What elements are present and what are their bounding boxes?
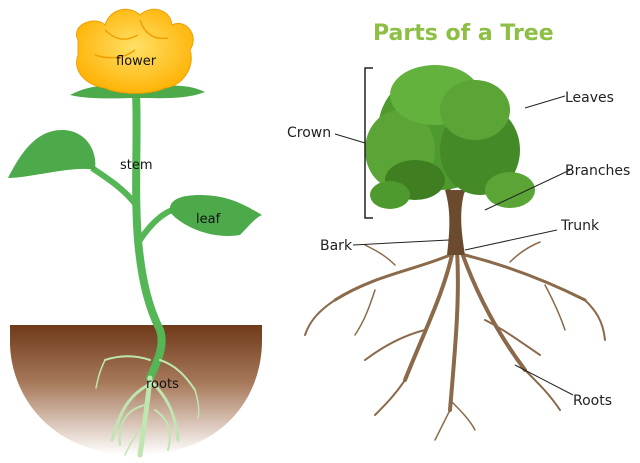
tree-illustration: Parts of a Tree: [275, 0, 640, 463]
tree-trunk: [445, 190, 465, 255]
label-roots-tree: Roots: [573, 393, 612, 409]
label-crown: Crown: [287, 125, 331, 141]
label-stem: stem: [120, 158, 153, 173]
label-leaves: Leaves: [565, 90, 614, 106]
tree-roots: [305, 242, 605, 440]
crown-leader: [335, 134, 365, 143]
label-branches: Branches: [565, 163, 630, 179]
plant-diagram: flower stem leaf roots: [0, 0, 275, 463]
trunk-leader: [465, 230, 557, 250]
label-leaf: leaf: [196, 212, 221, 227]
label-flower: flower: [116, 54, 157, 69]
flower: [76, 9, 193, 93]
label-trunk: Trunk: [560, 218, 600, 234]
label-bark: Bark: [320, 238, 353, 254]
right-leaf-stalk: [140, 210, 172, 240]
left-leaf-stalk: [92, 168, 136, 205]
tree-diagram: Parts of a Tree: [275, 0, 640, 463]
left-leaf: [8, 130, 95, 178]
label-roots: roots: [146, 377, 179, 392]
leaves-leader: [525, 96, 565, 108]
bark-leader: [353, 240, 449, 245]
plant-illustration: flower stem leaf roots: [0, 0, 275, 463]
diagram-title: Parts of a Tree: [373, 21, 554, 46]
tree-crown: [365, 65, 535, 209]
